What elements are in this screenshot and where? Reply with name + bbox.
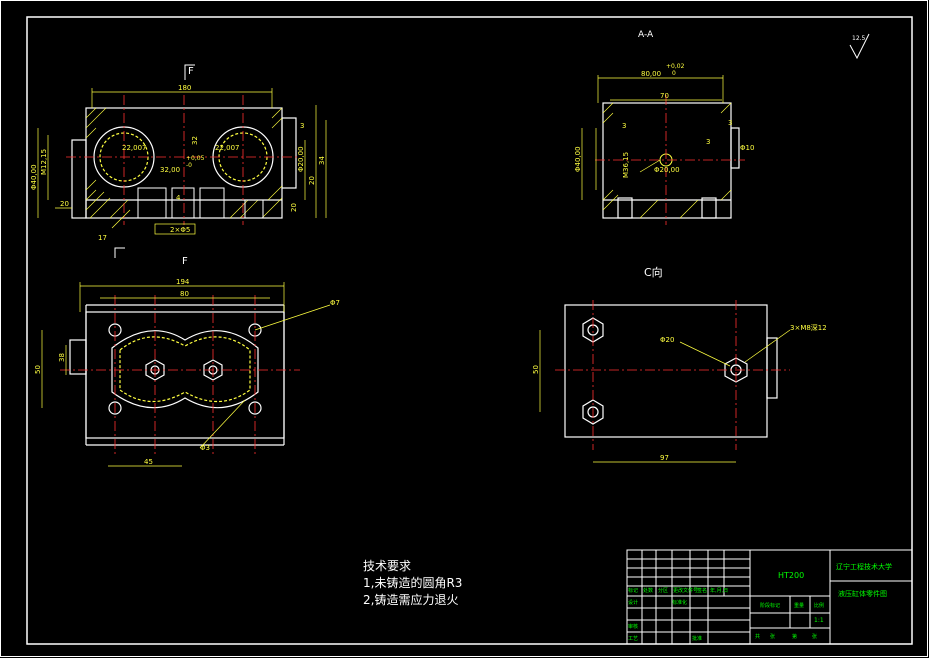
tb-label-no: 第	[792, 633, 797, 640]
dim-aa-inner: 70	[660, 92, 669, 100]
tb-label-sheet-b: 张	[812, 633, 817, 640]
dim-top-center: 80	[180, 290, 189, 298]
tb-label-weight: 重量	[794, 602, 804, 609]
dim-ff-center: 32	[191, 136, 199, 145]
view-c-label: C向	[644, 265, 663, 279]
tech-requirement-2: 2,铸造需应力退火	[363, 593, 459, 607]
view-c: C向 3×M8深12 Φ20 50 97	[532, 265, 827, 463]
dim-ff-port: Φ20,00	[297, 146, 305, 172]
tb-label-date: 年,月,日	[710, 587, 728, 594]
dim-c-thread: 3×M8深12	[790, 323, 827, 332]
tb-label-process: 工艺	[628, 636, 638, 642]
tb-label-stage: 阶段标记	[760, 602, 780, 609]
tb-label-scale: 比例	[814, 602, 824, 609]
dim-ff-bore-dia: Φ40,00	[30, 164, 38, 190]
dim-aa-tol-upper: +0,02	[666, 63, 685, 70]
tb-label-mark: 标记	[628, 587, 638, 594]
tb-label-sign: 签名	[697, 587, 707, 594]
dim-ff-gear-right: 22,007	[215, 144, 240, 152]
dim-ff-gear-left: 22,007	[122, 144, 147, 152]
tb-label-standard: 标准化	[672, 599, 687, 606]
dim-ff-top: 3	[300, 122, 304, 130]
dim-ff-height-a: 20	[308, 176, 316, 185]
dim-ff-tol-lower: -0	[186, 162, 192, 169]
dim-aa-wall-c: 3	[728, 119, 732, 127]
section-aa-label: A-A	[638, 30, 654, 40]
dim-aa-thread: M36,15	[622, 152, 630, 178]
top-view-label: F	[182, 256, 188, 267]
tb-label-total: 共	[755, 633, 760, 640]
section-ff-view: F	[30, 64, 327, 258]
dim-aa-port: Φ20,00	[654, 166, 680, 174]
top-view: F	[34, 256, 340, 467]
dim-ff-thread: M12,15	[40, 149, 48, 175]
dim-top-offset: 45	[144, 458, 153, 466]
tb-label-zone: 分区	[658, 587, 668, 594]
tb-label-change: 更改文件号	[673, 587, 698, 594]
tb-label-approve: 批准	[692, 635, 702, 642]
dim-aa-wall-a: 3	[622, 122, 626, 130]
roughness-symbol: 12.5	[849, 33, 870, 60]
tb-label-review: 审核	[628, 623, 638, 630]
tech-requirement-1: 1,未铸造的圆角R3	[363, 576, 463, 590]
dim-top-small-hole: Φ3	[200, 444, 210, 452]
tb-school: 辽宁工程技术大学	[836, 562, 892, 571]
dim-ff-slot: 4	[176, 194, 181, 202]
dim-c-length: 97	[660, 454, 669, 462]
tb-label-design: 设计	[628, 599, 638, 606]
section-ff-label: F	[188, 66, 194, 77]
dim-ff-width: 180	[178, 84, 191, 92]
dim-top-length: 194	[176, 278, 190, 286]
dim-aa-dia: Φ40,00	[574, 146, 582, 172]
dim-ff-holes: 17	[98, 234, 107, 242]
dim-aa-hole: Φ10	[740, 144, 754, 152]
tb-label-sheet-a: 张	[770, 633, 775, 640]
tb-label-count: 处数	[643, 587, 653, 594]
dim-aa-width: 80,00	[641, 70, 661, 78]
tb-scale: 1:1	[814, 617, 824, 624]
tb-drawing-name: 液压缸体零件图	[838, 589, 887, 598]
dim-c-width: 50	[532, 365, 540, 374]
dim-ff-span: 32,00	[160, 166, 180, 174]
title-block: 标记 处数 分区 更改文件号 签名 年,月,日 设计 标准化 审核 工艺 批准 …	[626, 549, 913, 645]
dim-ff-height-c: 20	[290, 203, 298, 212]
dim-top-width: 50	[34, 365, 42, 374]
tech-requirements: 技术要求 1,未铸造的圆角R3 2,铸造需应力退火	[363, 558, 462, 609]
dim-ff-wall: 20	[60, 200, 69, 208]
dim-top-inner: 38	[58, 353, 66, 362]
roughness-value: 12.5	[852, 35, 866, 42]
dim-aa-wall-b: 3	[706, 138, 710, 146]
dim-ff-height-b: 34	[318, 156, 326, 165]
dim-aa-tol-lower: 0	[672, 70, 676, 77]
dim-top-hole: Φ7	[330, 299, 340, 307]
dim-c-port: Φ20	[660, 336, 674, 344]
tb-material: HT200	[778, 571, 804, 580]
dim-ff-tol-upper: +0,05	[186, 155, 205, 162]
tech-requirements-title: 技术要求	[363, 559, 412, 573]
section-aa-view: A-A 80,00 +0,02	[574, 30, 754, 225]
dim-ff-flatness: 2×Φ5	[170, 226, 190, 234]
